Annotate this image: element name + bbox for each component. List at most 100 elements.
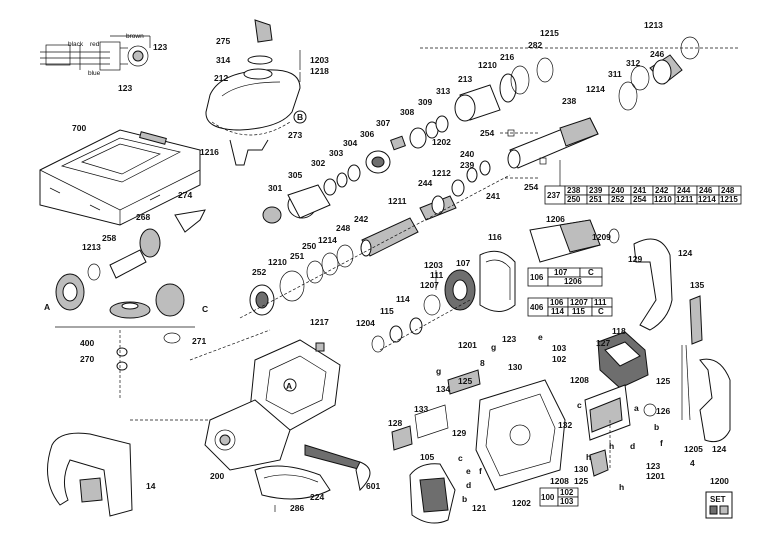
part-label: 125 xyxy=(458,376,472,386)
callout-letter: c xyxy=(458,453,463,463)
wiring-schematic: black red brown blue 123 123 xyxy=(40,33,167,93)
table-cell: 100 xyxy=(541,493,555,502)
part-label: 121 xyxy=(472,503,486,513)
part-label: 135 xyxy=(690,280,704,290)
table-cell: 1211 xyxy=(676,195,694,204)
set-label: SET xyxy=(710,495,726,504)
drive-shaft-row xyxy=(239,160,511,319)
field-housing xyxy=(391,369,566,524)
callout-letter: d xyxy=(630,441,635,451)
part-label: 258 xyxy=(102,233,116,243)
table-cell: 237 xyxy=(547,191,561,200)
part-label: 1202 xyxy=(512,498,531,508)
table-cell: 240 xyxy=(611,186,625,195)
table-cell: 254 xyxy=(633,195,647,204)
part-label: 1211 xyxy=(388,196,407,206)
part-label: 246 xyxy=(650,49,664,59)
callout-letter: c xyxy=(577,400,582,410)
callout-letter: g xyxy=(436,366,441,376)
part-label: 400 xyxy=(80,338,94,348)
table-cell: 246 xyxy=(699,186,713,195)
table-cell: C xyxy=(588,268,594,277)
part-label: 282 xyxy=(528,40,542,50)
callout-letter: d xyxy=(466,480,471,490)
parts-table-spindle: 237 238 239 240 241 242 244 246 248 250 … xyxy=(544,185,742,205)
part-label: 254 xyxy=(524,182,538,192)
callout-letter: e xyxy=(538,332,543,342)
part-label: 250 xyxy=(302,241,316,251)
part-label: 313 xyxy=(436,86,450,96)
part-label: 305 xyxy=(288,170,302,180)
part-label: 14 xyxy=(146,481,156,491)
part-label: 123 xyxy=(118,83,132,93)
part-label: 1215 xyxy=(540,28,559,38)
table-cell: 107 xyxy=(554,268,568,277)
part-label: 107 xyxy=(456,258,470,268)
part-label: 4 xyxy=(690,458,695,468)
callout-letter: b xyxy=(462,494,467,504)
part-label: 1214 xyxy=(318,235,337,245)
part-label: 224 xyxy=(310,492,324,502)
part-label: 128 xyxy=(388,418,402,428)
part-label: 123 xyxy=(646,461,660,471)
part-label: 115 xyxy=(380,306,394,316)
set-badge-icon: SET xyxy=(705,491,733,519)
part-label: 1216 xyxy=(200,147,219,157)
wire-label-brown: brown xyxy=(126,33,144,40)
table-cell: 1215 xyxy=(720,195,738,204)
part-label: 308 xyxy=(400,107,414,117)
table-cell: 114 xyxy=(551,307,564,316)
parts-table-armature: 106 107 C 1206 xyxy=(527,267,603,287)
rear-handle-124 xyxy=(633,238,731,443)
callout-letter: b xyxy=(654,422,659,432)
part-label: 700 xyxy=(72,123,86,133)
part-label: 1205 xyxy=(684,444,703,454)
spindle-238 xyxy=(500,117,599,179)
part-label: 123 xyxy=(153,42,167,52)
part-label: 133 xyxy=(414,404,428,414)
callout-letter: g xyxy=(491,342,496,352)
part-label: 273 xyxy=(288,130,302,140)
callout-letter: f xyxy=(660,438,663,448)
part-label: 314 xyxy=(216,55,230,65)
part-label: 200 xyxy=(210,471,224,481)
part-label: 309 xyxy=(418,97,432,107)
carrying-case-700 xyxy=(39,129,201,226)
table-cell: 241 xyxy=(633,186,647,195)
part-label: 1213 xyxy=(82,242,101,252)
part-label: 1201 xyxy=(646,471,665,481)
table-cell: 1214 xyxy=(698,195,716,204)
part-label: 130 xyxy=(508,362,522,372)
part-label: 252 xyxy=(252,267,266,277)
part-label: 1207 xyxy=(420,280,439,290)
part-label: 1212 xyxy=(432,168,451,178)
motor-assembly xyxy=(371,219,620,353)
table-cell: 111 xyxy=(594,298,607,307)
table-cell: 250 xyxy=(567,195,581,204)
part-label: 302 xyxy=(311,158,325,168)
part-label: 132 xyxy=(558,420,572,430)
part-label: 8 xyxy=(480,358,485,368)
table-cell: 252 xyxy=(611,195,625,204)
switch-assembly xyxy=(584,331,657,477)
part-label: 601 xyxy=(366,481,380,491)
part-label: 312 xyxy=(626,58,640,68)
table-cell: 1206 xyxy=(564,277,582,286)
table-cell: 248 xyxy=(721,186,735,195)
callout-letter: C xyxy=(202,304,208,314)
table-cell: 406 xyxy=(530,303,544,312)
part-label: 116 xyxy=(488,232,502,242)
part-label: 1204 xyxy=(356,318,375,328)
wire-label-black: black xyxy=(68,41,84,48)
part-label: 1202 xyxy=(432,137,451,147)
part-label: 244 xyxy=(418,178,432,188)
part-label: 254 xyxy=(480,128,494,138)
part-label: 240 xyxy=(460,149,474,159)
part-label: 127 xyxy=(596,338,610,348)
part-label: 1203 xyxy=(310,55,329,65)
part-label: 105 xyxy=(420,452,434,462)
part-label: 275 xyxy=(216,36,230,46)
gear-housing xyxy=(204,339,341,471)
part-label: 1210 xyxy=(268,257,287,267)
